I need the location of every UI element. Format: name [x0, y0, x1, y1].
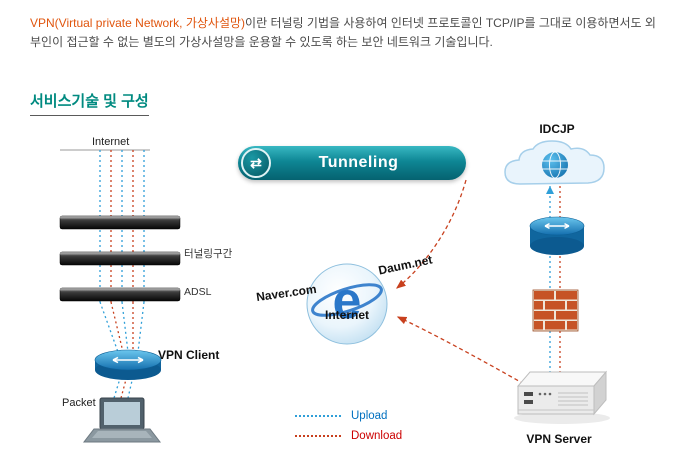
download-paths [395, 179, 525, 385]
internet-globe-label: Internet [324, 308, 369, 322]
upload-line-swatch [295, 415, 341, 417]
idcjp-label: IDCJP [539, 122, 575, 136]
idc-cloud-icon [504, 140, 605, 185]
upload-legend-label: Upload [351, 410, 388, 422]
vpn-client-router-icon [94, 349, 162, 380]
packet-label: Packet [62, 397, 96, 409]
intro-highlight: VPN(Virtual private Network, 가상사설망) [30, 16, 246, 30]
internet-left-label: Internet [92, 136, 130, 148]
vpn-client-label: VPN Client [158, 348, 220, 362]
section-heading: 서비스기술 및 구성 [30, 90, 149, 116]
vpn-server-label: VPN Server [526, 432, 592, 446]
tunnel-segment-bars [59, 215, 181, 302]
idc-globe-icon [542, 152, 568, 178]
internet-explorer-icon: e [333, 272, 362, 330]
legend: Upload Download [295, 406, 402, 446]
tunneling-label: Tunneling [318, 154, 399, 171]
download-legend-label: Download [351, 430, 403, 442]
tunneling-banner: ⇄ Tunneling [238, 146, 466, 180]
legend-download-row: Download [295, 426, 402, 446]
tunnel-section-label: 터널링구간 [184, 248, 233, 260]
idc-router-icon [529, 216, 585, 255]
vpn-server-icon [514, 370, 610, 424]
firewall-icon [532, 289, 579, 332]
laptop-icon [82, 397, 162, 443]
tunnel-swap-icon: ⇄ [241, 148, 271, 178]
upload-arrowhead [546, 186, 554, 194]
vpn-diagram: e [0, 120, 680, 474]
download-line-swatch [295, 435, 341, 437]
intro-paragraph: VPN(Virtual private Network, 가상사설망)이란 터널… [30, 14, 658, 52]
intro-rest: 이란 터널링 기법을 사용하여 인터넷 프로토콜인 TCP/IP를 그대로 이용… [30, 16, 656, 49]
adsl-label: ADSL [184, 286, 212, 298]
diagram-canvas: e [59, 140, 610, 443]
legend-upload-row: Upload [295, 406, 402, 426]
internet-globe-icon: e [306, 263, 388, 345]
